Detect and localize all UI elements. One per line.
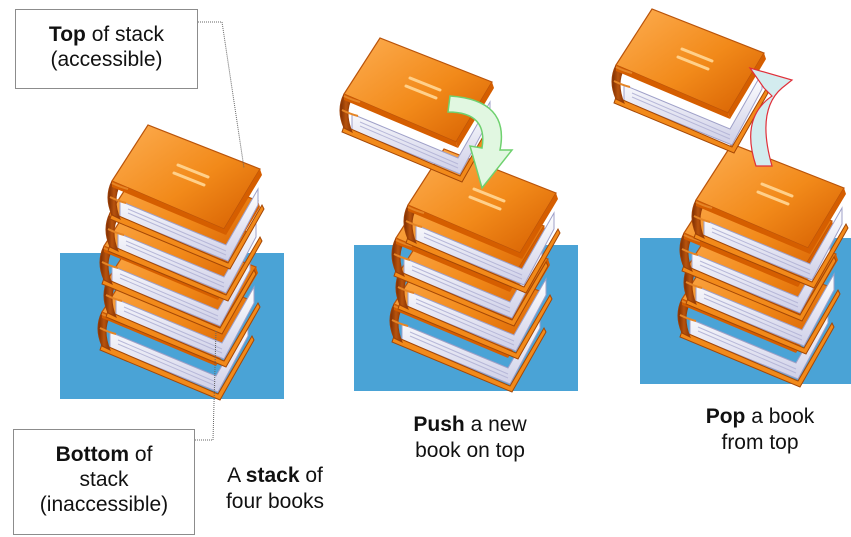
- caption-stack: A stack of four books: [205, 463, 345, 515]
- caption-pop-line2: from top: [721, 431, 799, 454]
- bottom-of-stack-callout: Bottom of stack (inaccessible): [13, 429, 195, 535]
- pop-top-book: [691, 143, 849, 289]
- caption-push-strong: Push: [413, 413, 465, 436]
- top-callout-line2: (accessible): [50, 48, 163, 71]
- bottom-callout-line3: (inaccessible): [39, 493, 169, 516]
- push-incoming-book: [339, 37, 497, 183]
- caption-pop: Pop a book from top: [665, 404, 851, 456]
- bottom-callout-line2: stack: [79, 468, 129, 491]
- pop-removed-book: [611, 8, 769, 154]
- stack-top-book: [107, 124, 265, 270]
- bottom-callout-strong: Bottom: [55, 443, 130, 466]
- caption-stack-line2: four books: [225, 490, 325, 513]
- caption-stack-strong: stack: [245, 464, 300, 487]
- caption-push-line2: book on top: [415, 439, 525, 462]
- push-arrow-icon: [447, 95, 514, 190]
- pop-arrow-icon: [748, 66, 794, 167]
- caption-pop-strong: Pop: [705, 405, 746, 428]
- bottom-callout-rest: of: [129, 443, 153, 466]
- top-of-stack-callout: Top of stack (accessible): [15, 9, 198, 89]
- top-callout-rest: of stack: [85, 23, 165, 46]
- caption-push: Push a new book on top: [375, 412, 565, 464]
- top-callout-leader: [198, 21, 245, 169]
- caption-stack-post: of: [299, 464, 323, 487]
- caption-pop-post: a book: [745, 405, 815, 428]
- caption-stack-pre: A: [227, 464, 246, 487]
- top-callout-strong: Top: [48, 23, 86, 46]
- caption-push-post: a new: [464, 413, 527, 436]
- bottom-callout-leader: [195, 329, 217, 441]
